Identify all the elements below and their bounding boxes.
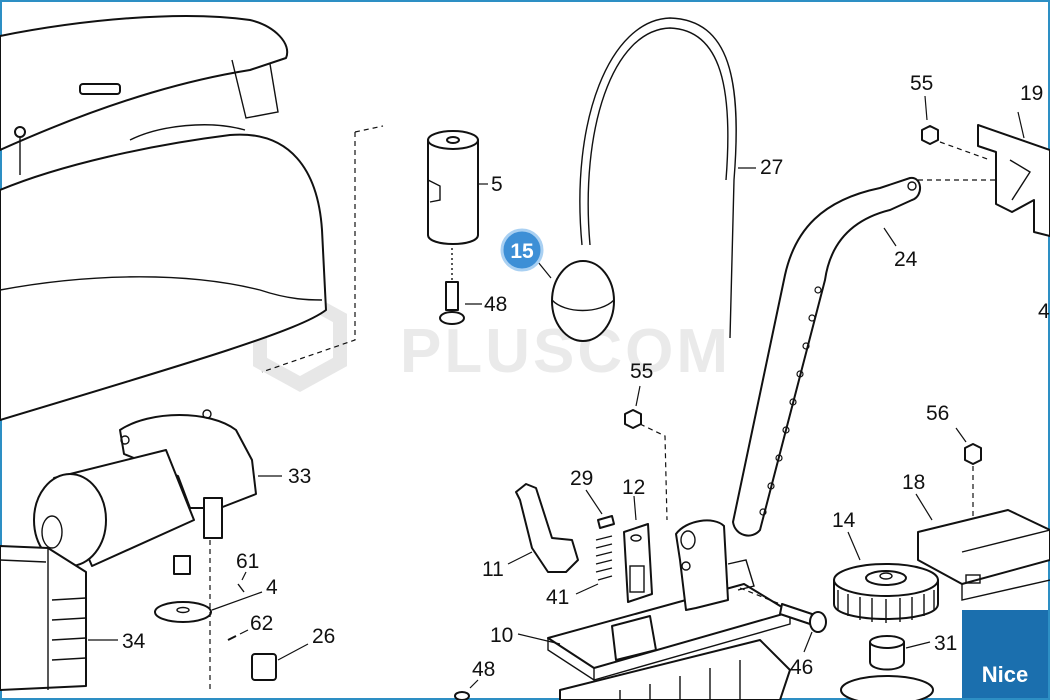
callout-41: 41 [546, 586, 569, 609]
callout-14: 14 [832, 509, 856, 532]
part-55-nut-top [921, 95, 939, 145]
part-10-base-plate [517, 519, 791, 700]
part-4-washer [154, 591, 263, 623]
callout-27: 27 [760, 156, 783, 179]
part-46-screw [779, 603, 827, 653]
callout-33: 33 [288, 465, 311, 488]
callout-29: 29 [570, 467, 593, 490]
part-24-lever-arm [732, 176, 921, 537]
part-48-screw-bottom [454, 679, 479, 700]
part-11-switch-arm [507, 483, 579, 573]
part-15-highlight-badge: 15 [500, 228, 544, 272]
callout-31: 31 [934, 632, 957, 655]
callout-56: 56 [926, 402, 949, 425]
part-26-block [251, 643, 309, 681]
part-29-pin [585, 489, 615, 529]
callout-26: 26 [312, 625, 335, 648]
part-12-magnet-holder [623, 495, 653, 603]
callout-11: 11 [482, 558, 504, 581]
callout-labels: 5 48 27 55 19 24 4 55 56 33 29 12 18 14 … [122, 72, 1050, 681]
guide-line [354, 125, 384, 133]
part-31-bearing [840, 635, 934, 700]
part-61-pin [237, 571, 247, 593]
guide-line [261, 132, 356, 373]
part-27-cable [579, 17, 756, 339]
part-33-gearbox [119, 409, 282, 539]
cover-housing [0, 15, 327, 421]
callout-19: 19 [1020, 82, 1043, 105]
part-34-motor [0, 449, 195, 691]
callout-34: 34 [122, 630, 146, 653]
callout-55: 55 [630, 360, 653, 383]
part-15-weight [537, 260, 615, 342]
callout-12: 12 [622, 476, 645, 499]
callout-48: 48 [484, 293, 507, 316]
callout-55: 55 [910, 72, 933, 95]
part-18-plate [915, 493, 1050, 601]
part-55-nut-bottom [624, 385, 668, 521]
callout-48: 48 [472, 658, 495, 681]
part-5-sleeve [427, 130, 488, 245]
callout-24: 24 [894, 248, 918, 271]
brand-logo: Nice [962, 610, 1048, 698]
part-48-screw [439, 281, 482, 325]
callout-10: 10 [490, 624, 513, 647]
highlight-number: 15 [510, 240, 534, 263]
part-62-screw [227, 629, 249, 641]
part-56-nut [955, 427, 982, 530]
callout-4: 4 [1038, 300, 1050, 323]
callout-4: 4 [266, 576, 278, 599]
part-19-bracket [918, 111, 1050, 237]
brand-logo-text: Nice [981, 662, 1029, 687]
callout-18: 18 [902, 471, 925, 494]
callout-46: 46 [790, 656, 813, 679]
callout-5: 5 [491, 173, 503, 196]
callout-62: 62 [250, 612, 273, 635]
part-41-spring [575, 535, 613, 595]
part-14-gear [833, 531, 939, 623]
callout-61: 61 [236, 550, 259, 573]
